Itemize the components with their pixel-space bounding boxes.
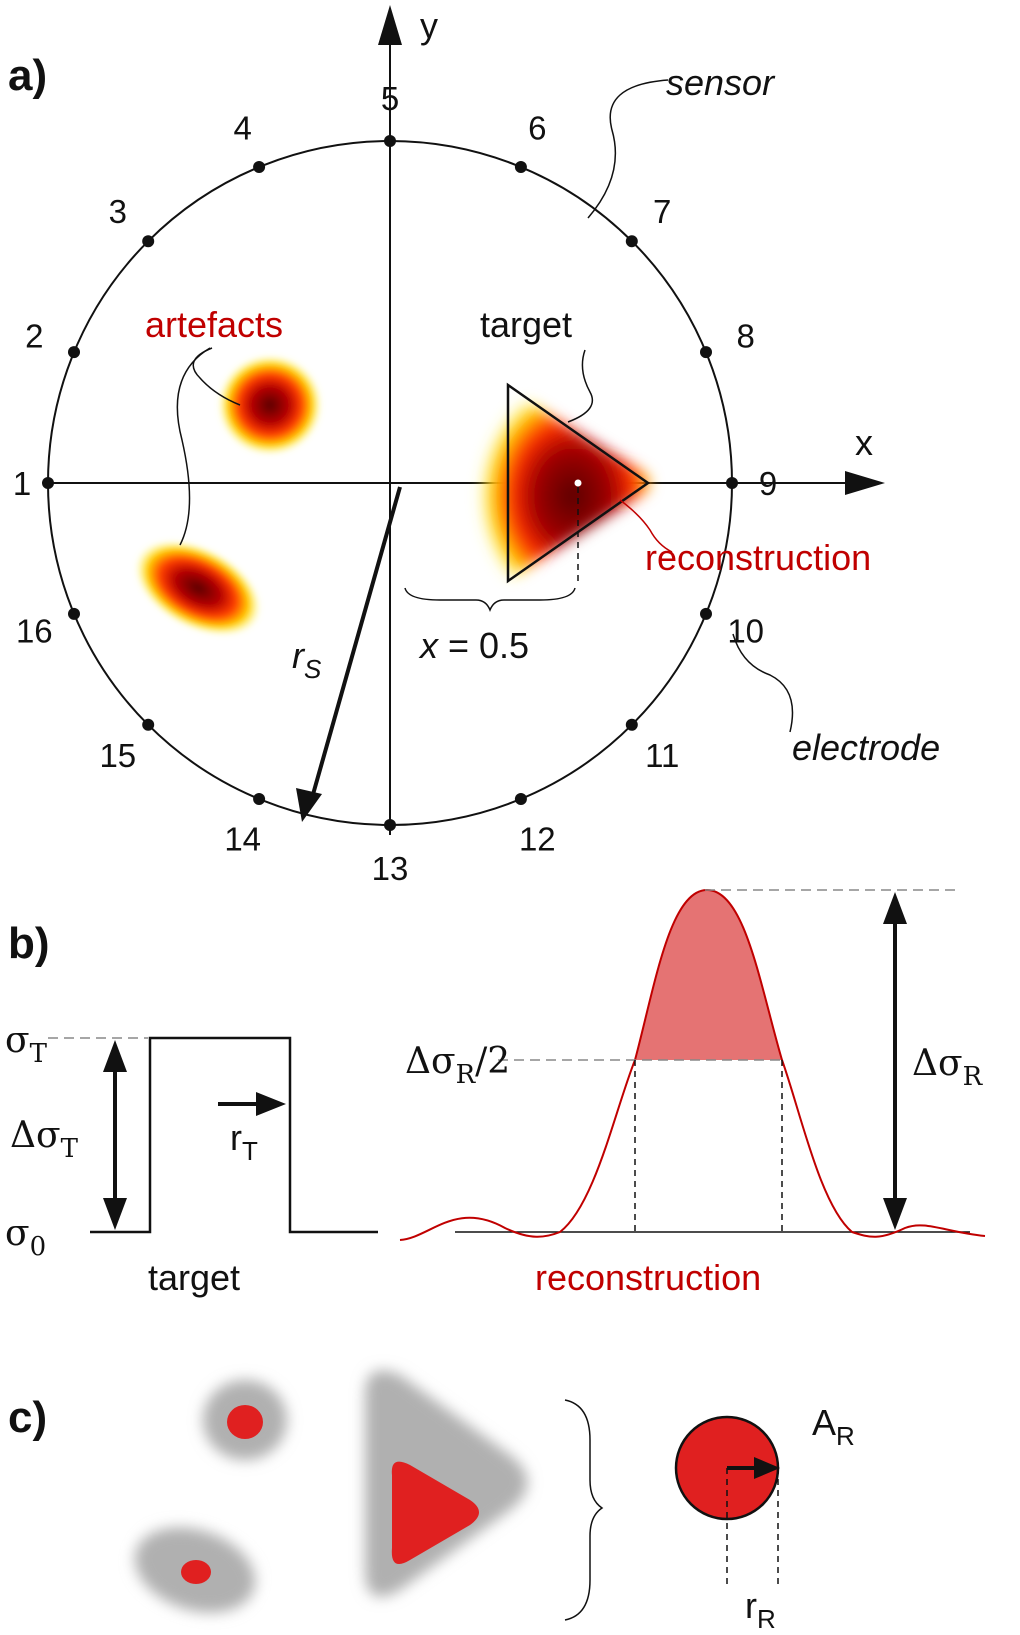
electrode-label-11: 11 xyxy=(645,737,679,774)
sigma-0-label: σ0 xyxy=(5,1213,46,1262)
electrode-dot-13 xyxy=(384,819,396,831)
delta-sigma-t-label: ΔσT xyxy=(10,1115,79,1164)
electrode-label-3: 3 xyxy=(109,193,127,230)
electrode-label-14: 14 xyxy=(224,821,261,858)
electrode-dot-7 xyxy=(625,235,638,248)
position-brace xyxy=(404,587,576,613)
electrode-label-7: 7 xyxy=(653,193,671,230)
electrode-dot-3 xyxy=(142,235,155,248)
r-t-label: rT xyxy=(230,1117,258,1166)
electrode-label-15: 15 xyxy=(99,737,136,774)
electrode-dot-9 xyxy=(726,477,738,489)
delta-sigma-t-arrow-bottom xyxy=(103,1198,127,1230)
target-label: target xyxy=(480,304,572,345)
panel-b-label: b) xyxy=(8,919,50,968)
delta-sigma-r-arrow-top xyxy=(883,892,907,924)
electrode-label-6: 6 xyxy=(528,109,546,146)
artefact-blob-lower xyxy=(135,540,261,636)
r-t-arrowhead xyxy=(256,1092,286,1116)
artefacts-leader-lower xyxy=(176,347,211,546)
electrode-leader-line xyxy=(732,633,794,733)
electrode-dot-16 xyxy=(68,607,80,620)
artefact-core-upper xyxy=(227,1405,263,1439)
delta-sigma-r-arrow-bottom xyxy=(883,1198,907,1230)
panel-b: b) σT σ0 ΔσT rT target ΔσR/2 ΔσR reconst… xyxy=(5,888,986,1298)
electrode-dot-4 xyxy=(253,161,266,173)
electrode-label-12: 12 xyxy=(519,821,556,858)
panel-c-label: c) xyxy=(8,1393,47,1442)
artefact-core-lower xyxy=(181,1560,211,1584)
target-label-b: target xyxy=(148,1257,240,1298)
electrode-label-5: 5 xyxy=(381,80,399,117)
sensor-radius-arrow xyxy=(308,486,402,806)
half-level-label: ΔσR/2 xyxy=(405,1041,510,1090)
sigma-t-label: σT xyxy=(5,1020,48,1069)
y-axis-label: y xyxy=(420,5,438,46)
panel-a-label: a) xyxy=(8,51,47,100)
reconstruction-blob xyxy=(478,381,650,590)
electrode-dot-1 xyxy=(42,477,54,489)
panel-c: c) AR rR xyxy=(8,1370,855,1634)
sensor-label: sensor xyxy=(666,62,776,103)
x-axis-arrowhead xyxy=(845,471,885,495)
delta-sigma-r-label: ΔσR xyxy=(912,1043,984,1092)
electrode-dot-6 xyxy=(514,161,527,173)
electrode-label: electrode xyxy=(792,727,940,768)
electrode-label-9: 9 xyxy=(759,465,777,502)
electrode-label-16: 16 xyxy=(16,612,53,649)
electrode-dots xyxy=(42,135,738,831)
radius-r-label: rR xyxy=(745,1585,776,1634)
reconstruction-label-b: reconstruction xyxy=(535,1257,761,1298)
electrode-label-13: 13 xyxy=(372,850,409,887)
position-label: x = 0.5 xyxy=(418,625,529,666)
sensor-radius-label: rS xyxy=(292,635,322,684)
electrode-dot-15 xyxy=(142,718,155,731)
circle-radius-arrowhead xyxy=(754,1457,780,1479)
electrode-label-10: 10 xyxy=(727,612,764,649)
electrode-dot-10 xyxy=(700,607,712,620)
electrode-label-8: 8 xyxy=(737,318,755,355)
electrode-dot-14 xyxy=(253,793,266,805)
electrode-dot-8 xyxy=(700,346,712,359)
reconstruction-core xyxy=(391,1461,479,1564)
artefact-blob-upper xyxy=(218,355,322,455)
equivalence-brace xyxy=(564,1399,604,1621)
sensor-leader-line xyxy=(587,79,669,219)
sensor-radius-arrowhead xyxy=(296,788,322,822)
x-axis-label: x xyxy=(855,422,873,463)
y-axis-arrowhead xyxy=(378,5,402,45)
target-step-profile xyxy=(90,1036,378,1234)
target-leader-line xyxy=(567,349,594,423)
artefacts-label: artefacts xyxy=(145,304,283,345)
electrode-dot-5 xyxy=(384,135,396,147)
delta-sigma-t-arrow-top xyxy=(103,1040,127,1072)
electrode-label-2: 2 xyxy=(25,318,43,355)
electrode-label-4: 4 xyxy=(234,109,252,146)
electrode-dot-2 xyxy=(68,346,80,359)
electrode-label-1: 1 xyxy=(13,465,31,502)
reconstruction-label-a: reconstruction xyxy=(645,537,871,578)
target-center-dot xyxy=(574,479,582,487)
area-label: AR xyxy=(812,1402,855,1451)
shaded-peak-area xyxy=(635,890,782,1060)
electrode-dot-12 xyxy=(514,793,527,805)
reconstruction-leader-line xyxy=(619,499,673,553)
electrode-dot-11 xyxy=(625,718,638,731)
